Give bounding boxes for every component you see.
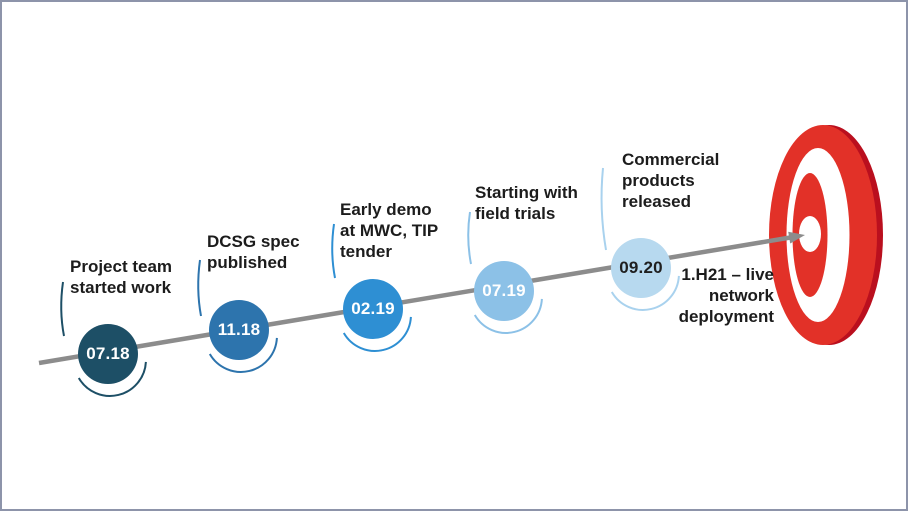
label-accent-line [600, 167, 607, 251]
milestone-circle-0718: 07.18 [78, 324, 138, 384]
milestone-circle-0920: 09.20 [611, 238, 671, 298]
label-accent-line [197, 259, 202, 317]
goal-label-live-network: 1.H21 – live network deployment [678, 265, 774, 326]
milestone-arc [208, 337, 278, 373]
milestone-circle-0719: 07.19 [474, 261, 534, 321]
label-accent-line [467, 211, 472, 265]
milestone-arc [610, 275, 680, 311]
milestone-circle-1118: 11.18 [209, 300, 269, 360]
timeline-arrowhead [788, 231, 805, 244]
milestone-arc [473, 298, 543, 334]
label-accent-line [60, 281, 65, 337]
milestone-label-early-demo: Early demo at MWC, TIP tender [340, 200, 439, 261]
milestone-label-dcsg-spec: DCSG spec published [207, 232, 300, 272]
label-accent-line [331, 223, 336, 279]
milestone-label-project-team: Project team started work [70, 257, 173, 297]
milestone-circle-0219: 02.19 [343, 279, 403, 339]
milestone-label-commercial-products: Commercial products released [622, 150, 720, 211]
milestone-arc [77, 361, 147, 397]
target-bullseye [769, 125, 883, 345]
milestone-arc [342, 316, 412, 352]
milestone-label-field-trials: Starting with field trials [475, 183, 578, 223]
target-bull-center [799, 216, 821, 252]
